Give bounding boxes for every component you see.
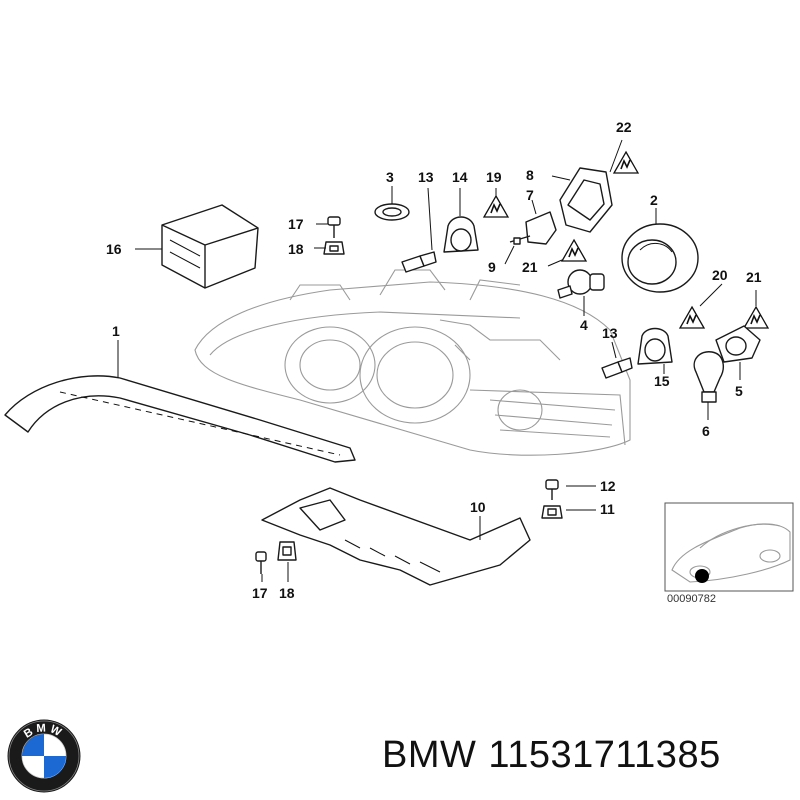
part-4-bulb-socket — [557, 269, 605, 316]
callout-12: 12 — [600, 478, 616, 494]
part-number: 11531711385 — [488, 734, 721, 776]
callout-21-right: 21 — [746, 269, 762, 285]
part-13-bulb-lower — [601, 341, 633, 379]
part-1-gasket — [4, 340, 356, 463]
callout-3: 3 — [386, 169, 394, 185]
part-17-screw-lower — [255, 551, 267, 582]
callout-15: 15 — [654, 373, 670, 389]
callout-17-lower: 17 — [252, 585, 268, 601]
inset-code: 00090782 — [667, 593, 716, 605]
part-15-socket — [637, 327, 673, 374]
part-5-socket — [715, 325, 761, 380]
callout-6: 6 — [702, 423, 710, 439]
part-3-retaining-ring — [374, 186, 410, 221]
part-22-warning-label — [613, 151, 639, 174]
part-7-bracket — [525, 199, 557, 245]
callout-18-upper: 18 — [288, 241, 304, 257]
callout-21-left: 21 — [522, 259, 538, 275]
part-21-warning-label-right — [743, 306, 769, 329]
callout-13-lower: 13 — [602, 325, 618, 341]
callout-9: 9 — [488, 259, 496, 275]
part-19-warning-label — [483, 195, 509, 218]
part-18-clip-nut-lower — [277, 541, 297, 582]
part-8-adjuster-unit — [551, 139, 623, 233]
part-6-bulb — [693, 351, 724, 420]
bmw-logo: BMW — [7, 719, 81, 793]
callout-10: 10 — [470, 499, 486, 515]
callout-22: 22 — [616, 119, 632, 135]
location-marker — [695, 569, 709, 583]
callout-14: 14 — [452, 169, 468, 185]
part-10-bracket — [261, 487, 531, 586]
part-14-socket — [443, 188, 479, 253]
part-12-screw — [545, 479, 596, 500]
callout-19: 19 — [486, 169, 502, 185]
callout-17-upper: 17 — [288, 216, 304, 232]
callout-5: 5 — [735, 383, 743, 399]
part-16-control-module — [135, 204, 259, 289]
callout-11: 11 — [600, 501, 615, 517]
part-21-warning-label-left — [561, 239, 587, 262]
callout-2: 2 — [650, 192, 658, 208]
callout-13-upper: 13 — [418, 169, 434, 185]
part-11-clip-nut — [541, 505, 596, 519]
part-13-bulb-upper — [401, 187, 437, 273]
headlight-housing-outline — [194, 269, 631, 456]
callout-18-lower: 18 — [279, 585, 295, 601]
location-inset: 00090782 — [664, 502, 794, 605]
part-18-clip-nut-upper — [314, 241, 345, 255]
callout-7: 7 — [526, 187, 534, 203]
callout-labels: 1 2 3 4 5 6 7 8 9 10 11 12 13 13 14 15 1… — [106, 119, 762, 601]
part-number-caption: BMW 11531711385 — [382, 734, 721, 777]
callout-16: 16 — [106, 241, 122, 257]
callout-4: 4 — [580, 317, 588, 333]
callout-20: 20 — [712, 267, 728, 283]
brand-name: BMW — [382, 734, 477, 776]
part-20-warning-label — [679, 306, 705, 329]
callout-1: 1 — [112, 323, 120, 339]
part-9-screw — [504, 235, 531, 265]
callout-8: 8 — [526, 167, 534, 183]
part-2-cap — [621, 208, 699, 293]
part-17-screw-upper — [316, 216, 341, 238]
